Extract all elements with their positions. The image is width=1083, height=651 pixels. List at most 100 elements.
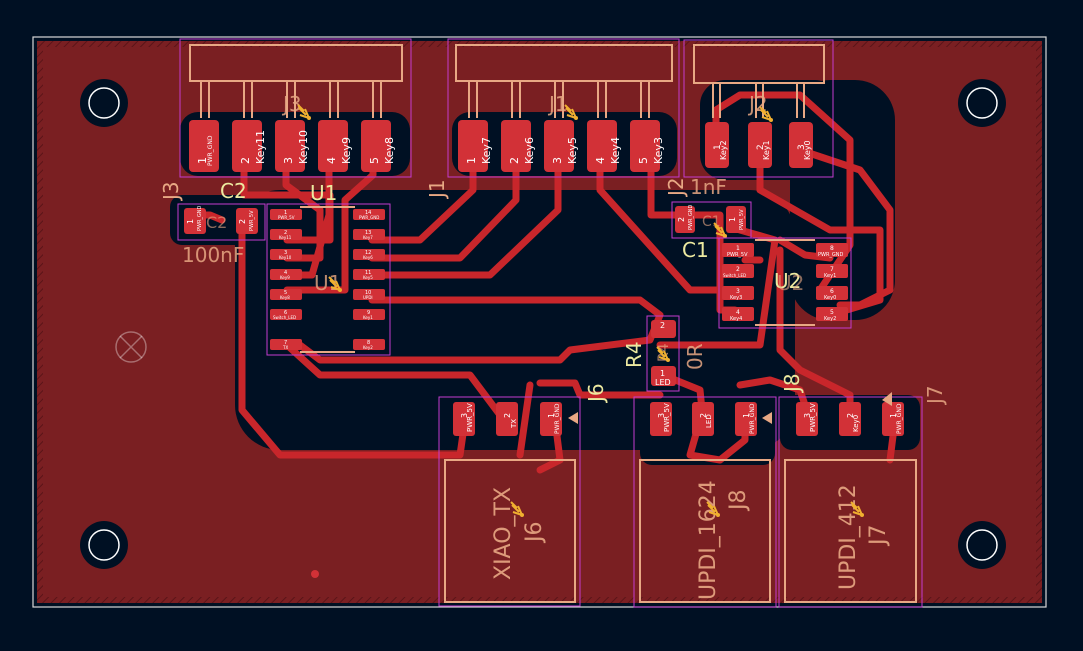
pad-number: 3 — [797, 144, 807, 150]
pad-net: Key1 — [363, 315, 373, 320]
courtyard — [646, 315, 680, 392]
value-label: UPDI_1624 — [696, 480, 721, 600]
board-edge — [32, 36, 1047, 608]
pad-number: 2 — [756, 144, 766, 150]
pad-number: 2 — [508, 157, 521, 164]
ref-label: J1 — [425, 179, 449, 200]
j8-pads — [650, 402, 757, 436]
pad-net: Key0 — [824, 295, 836, 301]
pad-number: 12 — [365, 250, 371, 256]
c1-pad-1 — [726, 206, 746, 233]
value-label: 1nF — [690, 175, 727, 199]
ref-label: J3 — [281, 92, 302, 116]
pad-number: 2 — [503, 413, 512, 418]
pad-net: Key7 — [363, 235, 373, 240]
pad-number: 5 — [368, 157, 381, 164]
ref-label: J3 — [159, 181, 183, 202]
pad-net: PWR_GND — [818, 252, 844, 258]
pad-number: 7 — [284, 340, 287, 346]
pad-net: Key0 — [852, 415, 860, 432]
pad-number: 2 — [846, 413, 855, 418]
pad-net: Key4 — [609, 137, 622, 164]
silk-body — [784, 459, 917, 603]
ref-label: J8 — [726, 490, 751, 513]
pad-net: Key1 — [824, 273, 836, 279]
pad-number: 1 — [284, 210, 287, 216]
ref-label: U1 — [310, 181, 337, 205]
pad-net: Key2 — [824, 316, 836, 322]
silk-pin-leads — [200, 81, 382, 118]
pad-net: Key11 — [279, 235, 292, 240]
pad-net: PWR_GND — [896, 403, 903, 434]
pad-number: 1 — [465, 157, 478, 164]
pad-net: Switch_LED — [273, 315, 296, 320]
ref-label: J6 — [522, 522, 547, 545]
silk-body — [693, 44, 825, 84]
pad-net: Key1 — [762, 140, 771, 160]
pad-number: 14 — [365, 210, 371, 216]
ic-u2[interactable]: 1 PWR_5V 2 Switch_LED 3 Key3 4 Key4 8 PW… — [718, 237, 852, 329]
pad-net: Key11 — [254, 130, 267, 164]
j7-pads — [796, 402, 904, 436]
r4-pad-1 — [651, 366, 676, 386]
courtyard — [447, 38, 680, 178]
capacitor-c2[interactable]: 1 2 PWR_GND PWR_5V C2 C2 100nF — [177, 179, 266, 267]
pad-number: 3 — [551, 157, 564, 164]
connector-j7[interactable]: 3 2 1 PWR_5V Key0 PWR_GND J7 UPDI_412 J7 — [778, 385, 947, 608]
pad-number: 5 — [284, 290, 287, 296]
value-label: 0R — [683, 343, 707, 370]
connector-j1[interactable]: 1 2 3 4 5 Key7 Key6 Key5 Key4 Key3 J1 J1 — [425, 38, 680, 200]
pad-net: Key9 — [280, 275, 290, 280]
j2-pads — [705, 122, 813, 168]
pad-net: LED — [705, 414, 713, 428]
value-label: 100nF — [182, 243, 244, 267]
ic-u1[interactable]: 1 PWR_5V 2 Key11 3 Key10 4 Key9 5 Key8 6… — [266, 181, 391, 356]
pin1-marker-icon — [762, 412, 772, 424]
pad-number: 3 — [657, 413, 666, 418]
j6-pads — [453, 402, 562, 436]
pad-net: LED — [655, 378, 671, 387]
pad-net: Key2 — [719, 140, 728, 160]
pad-number: 3 — [736, 288, 740, 295]
pad-net: PWR_5V — [809, 403, 817, 432]
capacitor-c1[interactable]: 2 1 PWR_GND PWR_5V 1nF C1 C1 — [671, 175, 752, 262]
pad-number: 1 — [196, 157, 209, 164]
pad-number: 4 — [284, 270, 287, 276]
pad-net: Key7 — [480, 137, 493, 164]
pad-net: PWR_GND — [688, 204, 694, 230]
pad-number: 4 — [736, 309, 740, 316]
courtyard — [683, 39, 834, 178]
connector-j3[interactable]: 1 2 3 4 5 PWR_GND Key11 Key10 Key9 Key8 … — [159, 38, 412, 202]
pad-net: Key3 — [730, 295, 742, 301]
pad-number: 4 — [594, 157, 607, 164]
connector-j8[interactable]: 3 2 1 PWR_5V LED PWR_GND J8 UPDI_1624 J8 — [633, 373, 804, 608]
pad-number: 1 — [736, 245, 740, 252]
courtyard — [177, 203, 266, 241]
pad-number: 1 — [660, 369, 665, 378]
courtyard — [633, 396, 777, 608]
via-dot — [311, 570, 319, 578]
resistor-r4[interactable]: 2 1 LED R4 R4 0R — [622, 315, 707, 392]
pad-number: 8 — [830, 245, 834, 252]
silk-pin-leads — [712, 83, 805, 118]
pad-number: 1 — [742, 413, 751, 418]
pad-number: 5 — [830, 309, 834, 316]
pin1-marker-icon — [882, 392, 892, 406]
ref-label: J7 — [866, 525, 891, 548]
silk-body — [639, 459, 771, 603]
pad-net: Switch_LED — [723, 273, 746, 278]
fiducial-icon — [115, 331, 147, 363]
pin1-marker-icon — [568, 412, 578, 424]
connector-j6[interactable]: 3 2 1 PWR_5V TX PWR_GND J6 XIAO_TX J6 — [438, 383, 608, 607]
pad-net: PWR_5V — [278, 215, 295, 220]
ref-label: J8 — [780, 373, 804, 394]
pad-net: PWR_5V — [739, 209, 745, 230]
pad-number: 4 — [325, 157, 338, 164]
c2-pad-1 — [184, 208, 206, 234]
pad-number: 1 — [547, 413, 556, 418]
pad-net: Key9 — [340, 137, 353, 164]
pad-net: Key5 — [363, 275, 373, 280]
pad-net: Key10 — [297, 130, 310, 164]
connector-j2[interactable]: 1 2 3 Key2 Key1 Key0 J2 J2 — [664, 39, 834, 198]
silk-pin-leads — [468, 81, 650, 118]
